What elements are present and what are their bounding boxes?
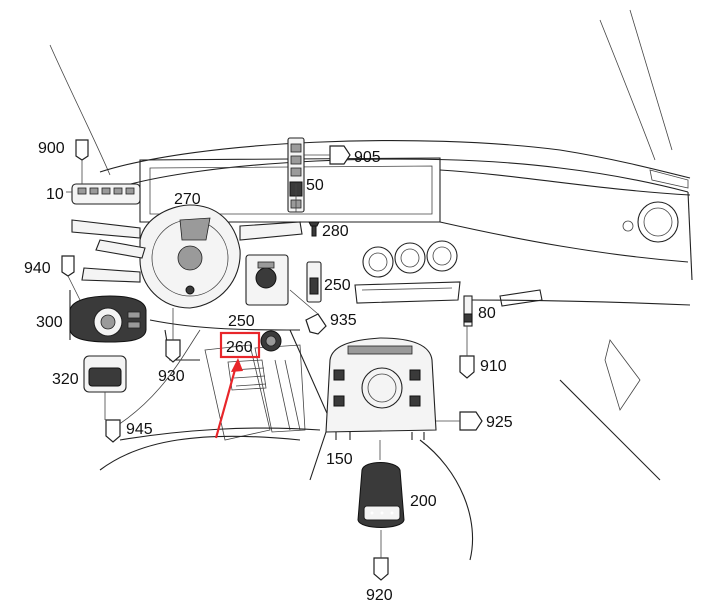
part-10-switch-strip xyxy=(71,183,141,205)
label-270: 270 xyxy=(174,191,201,208)
label-10: 10 xyxy=(46,186,64,203)
part-80-sensor xyxy=(463,295,473,327)
connector-945 xyxy=(105,419,121,443)
connector-905 xyxy=(329,145,351,165)
connector-925 xyxy=(459,411,483,431)
label-200: 200 xyxy=(410,493,437,510)
label-260: 260 xyxy=(226,339,253,356)
highlight-arrow-line xyxy=(214,365,238,439)
label-250-upper: 250 xyxy=(324,277,351,294)
label-80: 80 xyxy=(478,305,496,322)
label-940: 940 xyxy=(24,260,51,277)
highlight-box xyxy=(219,331,261,359)
label-50: 50 xyxy=(306,177,324,194)
connector-900 xyxy=(75,139,89,161)
part-300-light-switch xyxy=(69,295,147,343)
connector-910 xyxy=(459,355,475,379)
label-910: 910 xyxy=(480,358,507,375)
label-905: 905 xyxy=(354,149,381,166)
part-50-switch-panel xyxy=(287,137,305,213)
part-250-ignition-module xyxy=(245,254,322,306)
connector-935 xyxy=(305,313,327,335)
label-900: 900 xyxy=(38,140,65,157)
connector-940 xyxy=(61,255,75,277)
label-930: 930 xyxy=(158,368,185,385)
highlight-arrowhead xyxy=(231,358,243,372)
label-935: 935 xyxy=(330,312,357,329)
label-250-lower: 250 xyxy=(228,313,255,330)
connector-930 xyxy=(165,339,181,363)
label-320: 320 xyxy=(52,371,79,388)
part-280-screw xyxy=(308,221,320,237)
part-320-switch xyxy=(83,355,127,393)
label-920: 920 xyxy=(366,587,393,604)
part-labels: 900 10 270 905 50 280 940 250 300 935 25… xyxy=(24,140,513,604)
label-945: 945 xyxy=(126,421,153,438)
part-200-controller xyxy=(357,462,405,528)
label-150: 150 xyxy=(326,451,353,468)
connector-920 xyxy=(373,557,389,581)
label-280: 280 xyxy=(322,223,349,240)
part-150-console-panel xyxy=(325,337,437,440)
part-260-start-button xyxy=(260,330,282,352)
label-300: 300 xyxy=(36,314,63,331)
leader-lines xyxy=(66,154,468,558)
highlight-260 xyxy=(214,331,261,439)
center-vents xyxy=(362,240,458,278)
part-270-column-module xyxy=(71,204,303,309)
label-925: 925 xyxy=(486,414,513,431)
